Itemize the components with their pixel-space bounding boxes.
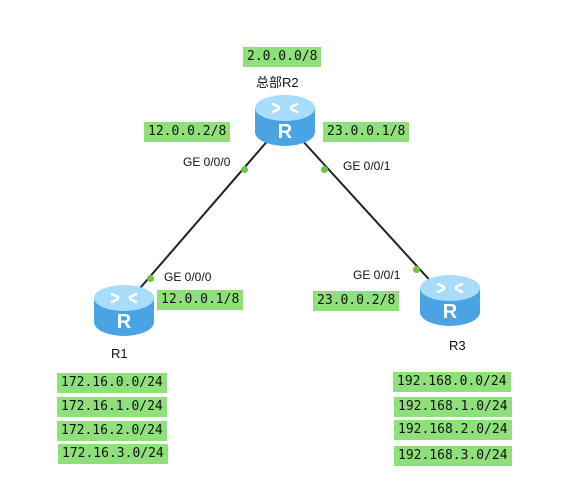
r2-r3-r2-ip-label: 23.0.0.1/8 [323,122,410,142]
r2-r3-r3-ip-label: 23.0.0.2/8 [313,291,400,311]
port-dot-r2-ge000 [241,166,248,173]
port-dot-r2-ge001 [321,166,328,173]
router-name-r3: R3 [449,338,466,353]
r1-network-label: 172.16.3.0/24 [58,444,168,464]
router-r1[interactable]: R [92,282,156,340]
router-name-r1: R1 [111,346,128,361]
r1-network-label: 172.16.0.0/24 [57,373,167,393]
router-icon: R [420,275,480,326]
r2-network-label: 2.0.0.0/8 [243,47,322,67]
router-icon: R [255,95,315,146]
router-r2[interactable]: R [253,92,317,150]
link-r2-r1 [127,137,271,303]
r2-port-ge001-label: GE 0/0/1 [343,159,391,173]
r2-port-ge000-label: GE 0/0/0 [183,155,231,169]
svg-text:R: R [117,311,132,333]
link-r2-r3 [299,137,447,299]
r2-r1-r2-ip-label: 12.0.0.2/8 [144,122,231,142]
port-dot-r1-ge000 [147,275,154,282]
router-name-r2: 总部R2 [256,75,299,90]
r1-port-ge000-label: GE 0/0/0 [164,270,212,284]
port-dot-r3-ge001 [413,266,420,273]
r1-network-label: 172.16.2.0/24 [57,421,167,441]
svg-text:R: R [443,301,458,323]
router-icon: R [94,285,154,336]
r3-network-label: 192.168.1.0/24 [394,397,512,417]
r1-network-label: 172.16.1.0/24 [57,397,167,417]
svg-text:R: R [278,121,293,143]
router-r3[interactable]: R [418,272,482,330]
r2-r1-r1-ip-label: 12.0.0.1/8 [157,290,244,310]
r3-network-label: 192.168.3.0/24 [394,446,512,466]
r3-port-ge001-label: GE 0/0/1 [353,268,401,282]
r3-network-label: 192.168.2.0/24 [394,420,512,440]
r3-network-label: 192.168.0.0/24 [393,372,511,392]
